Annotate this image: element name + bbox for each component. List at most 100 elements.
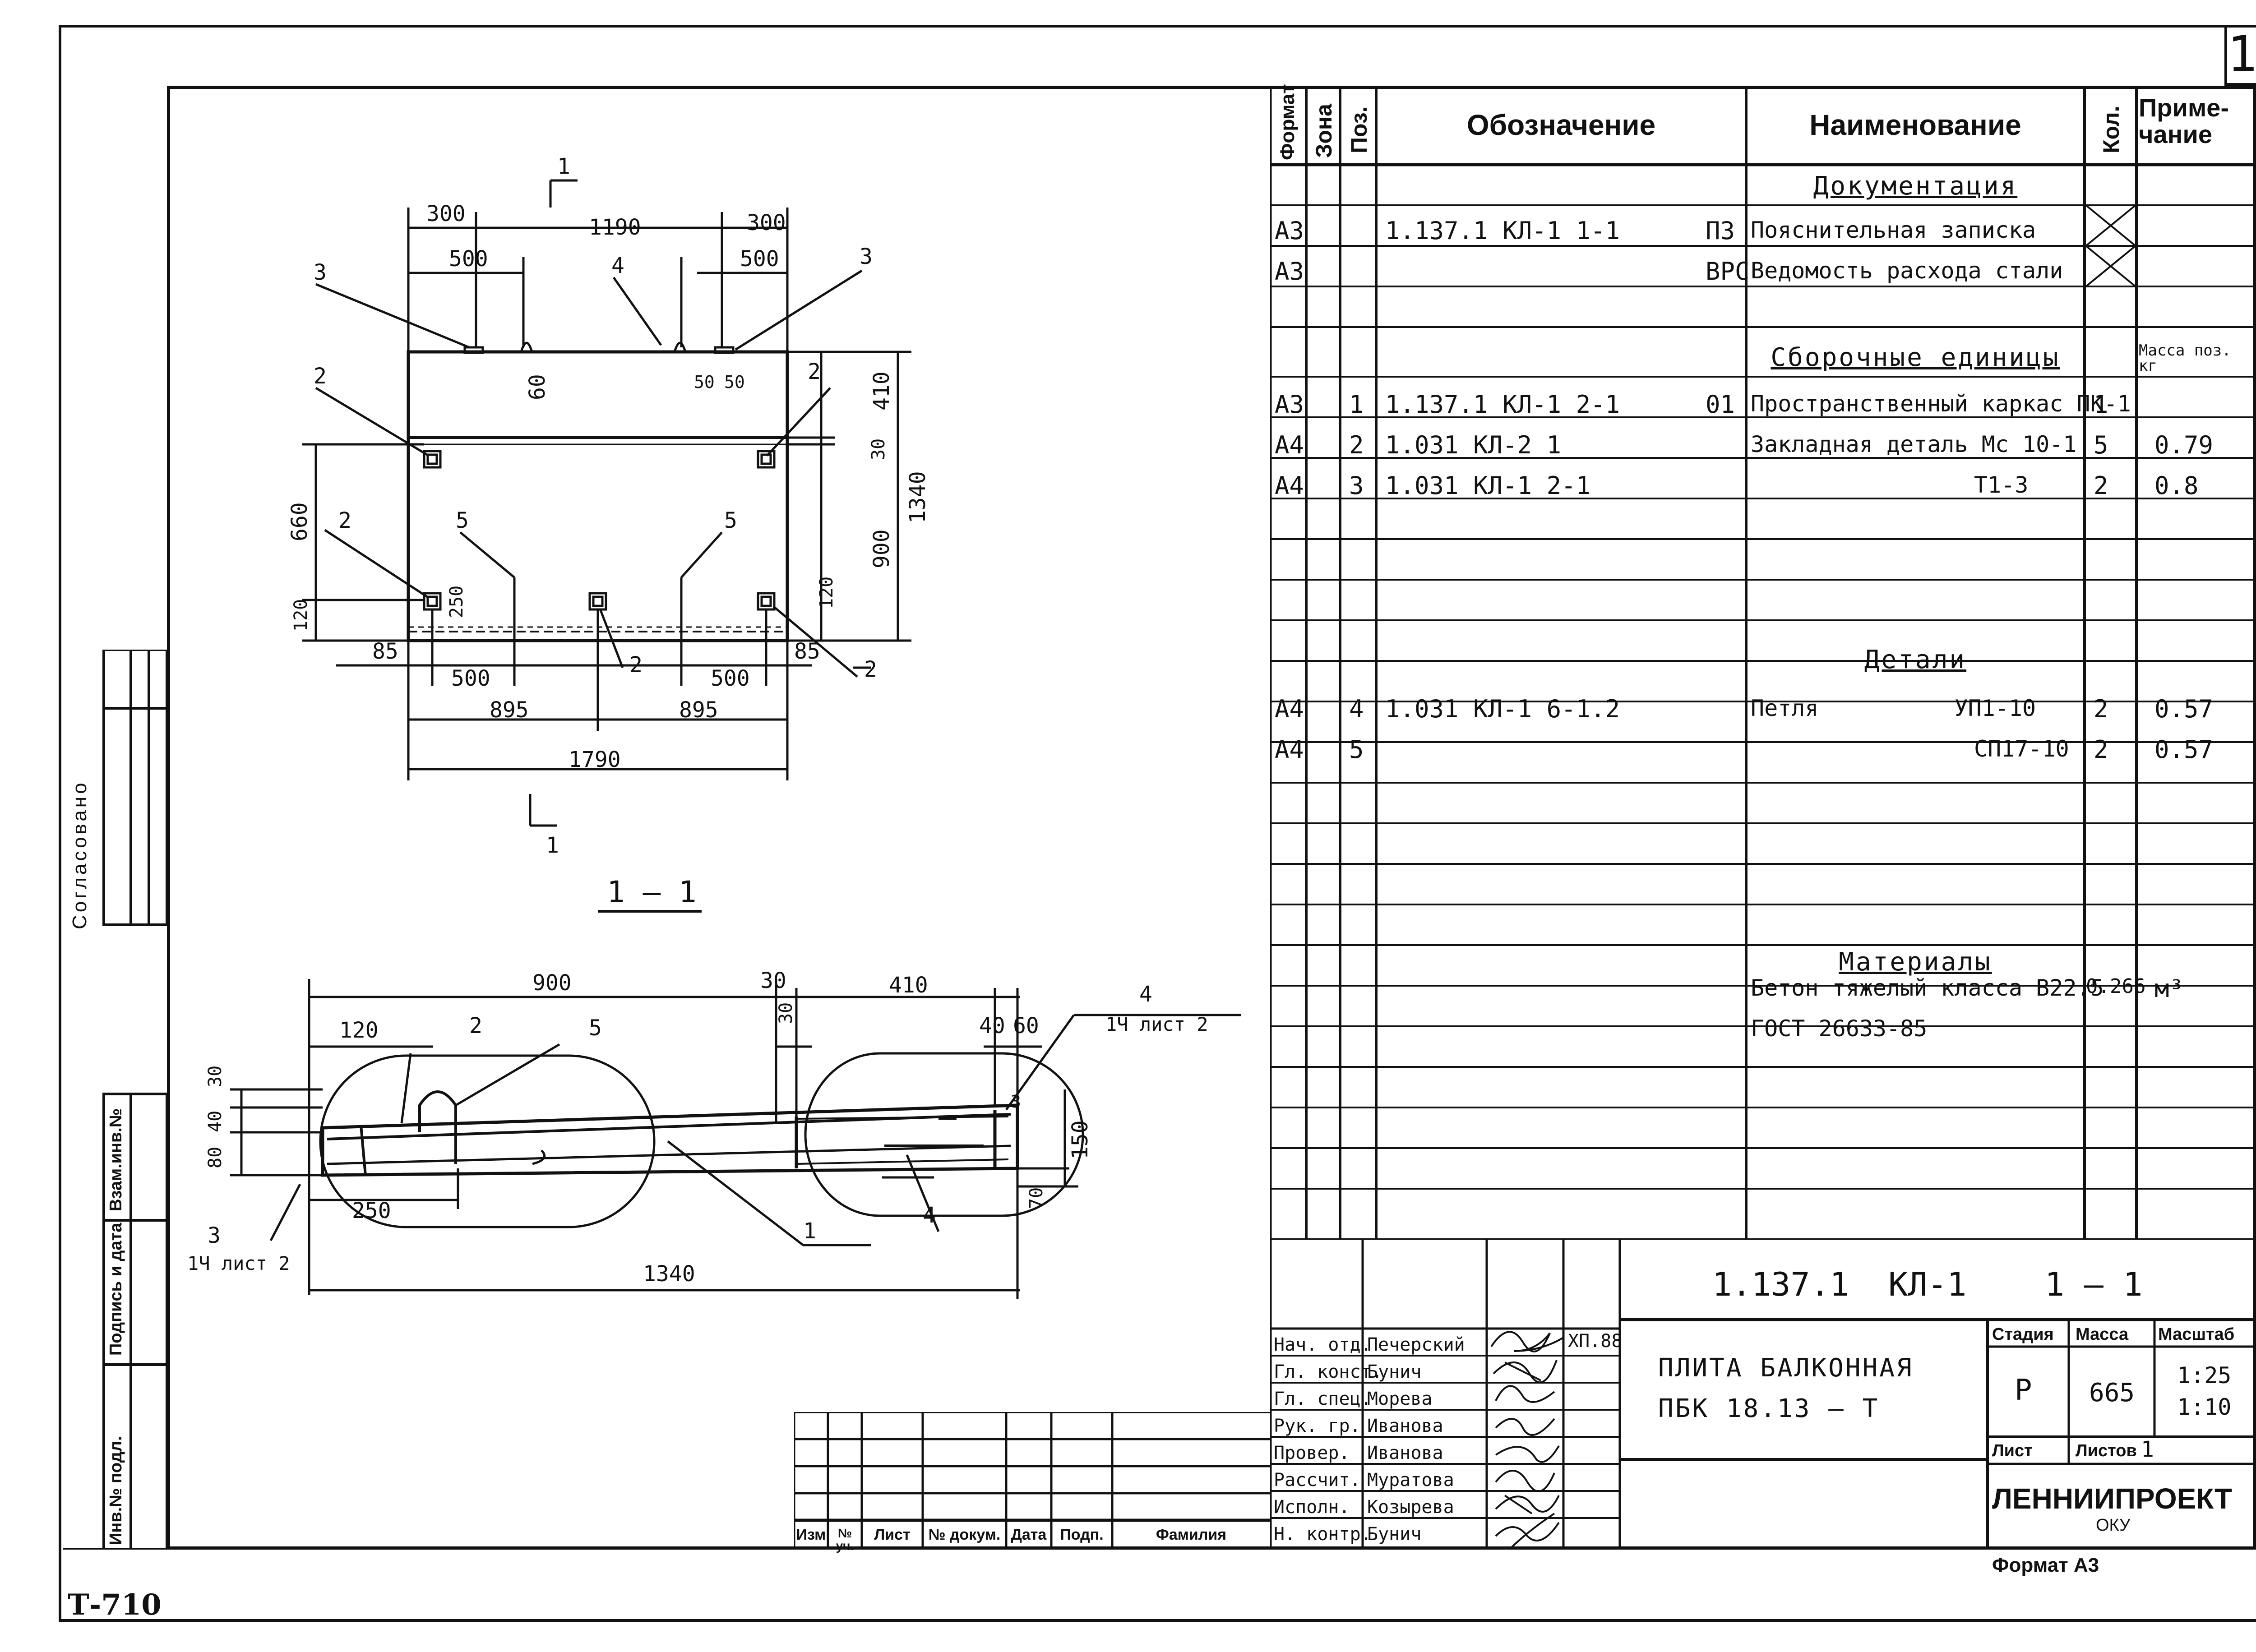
role-title: Н. контр.	[1274, 1524, 1372, 1545]
plan-callout-5-a: 5	[456, 508, 469, 533]
col-zona-header: Зона	[1311, 104, 1336, 158]
change-grid	[794, 1412, 1270, 1550]
title-block: 1.137.1 КЛ-1 1 — 1 01 ПЛИТА БАЛКОННАЯ ПБ…	[1270, 1238, 2256, 1550]
stadia-value: Р	[2015, 1374, 2032, 1407]
section-callout-5: 5	[589, 1015, 602, 1041]
spec-cell-format: А3	[1275, 390, 1304, 419]
change-col-header: № докум.	[928, 1526, 1001, 1543]
massa-value: 665	[2089, 1378, 2135, 1407]
section-callout-4: 4	[1139, 982, 1152, 1007]
spec-cell-name: Пояснительная записка	[1751, 217, 2036, 243]
section-callout-1: 1	[803, 1218, 816, 1244]
spec-section-title: Материалы	[1839, 947, 1992, 977]
spec-cell-kol: 2	[2094, 735, 2108, 764]
change-col-header: Изм	[796, 1526, 826, 1543]
role-title: Нач. отд.	[1274, 1334, 1372, 1355]
plan-callout-2-e: 2	[864, 657, 877, 682]
drawing-designation: 1.137.1 КЛ-1 1 — 1 01	[1712, 1265, 2256, 1303]
section-dim-70: 70	[1026, 1187, 1047, 1209]
section-note-right: 1Ч лист 2	[1105, 1013, 1208, 1035]
plan-dim-900: 900	[869, 529, 894, 568]
change-col-header: Фамилия	[1156, 1526, 1227, 1543]
plan-dim-85-right: 85	[794, 639, 820, 664]
left-column-grid	[63, 650, 167, 1550]
section-dim-410: 410	[889, 973, 928, 998]
plan-dim-500-bottom-right: 500	[711, 666, 750, 691]
section-callout-3: 3	[208, 1223, 221, 1248]
spec-cell-format: А4	[1275, 695, 1304, 723]
spec-section-title: Детали	[1864, 645, 1967, 674]
date-value: ХП.88	[1568, 1331, 1623, 1352]
plan-dim-85-left: 85	[372, 639, 398, 664]
spec-cell-name: Закладная деталь Мс 10-1	[1751, 431, 2077, 457]
plan-dim-1790: 1790	[569, 747, 621, 772]
plan-dim-1340: 1340	[905, 471, 930, 523]
spec-cell-name: СП17-10	[1974, 736, 2069, 762]
drawing-border	[167, 86, 2256, 1550]
spec-cell-format: А4	[1275, 431, 1304, 459]
plan-callout-3-right: 3	[860, 244, 873, 269]
section-dim-40-left: 40	[205, 1111, 226, 1132]
plan-callout-5-b: 5	[724, 508, 737, 533]
plan-dim-410: 410	[869, 371, 894, 411]
role-person-name: Муратова	[1367, 1470, 1454, 1490]
spec-section-title: Документация	[1813, 171, 2018, 201]
section-callout-2: 2	[469, 1013, 482, 1038]
masshtab-value-2: 1:10	[2177, 1394, 2232, 1420]
organization-name: ЛЕННИИПРОЕКТ	[1992, 1482, 2233, 1515]
spec-cell-prim: 0.57	[2154, 735, 2214, 764]
plan-dim-500-bottom-left: 500	[451, 666, 490, 691]
plan-callout-4: 4	[611, 253, 624, 278]
spec-cell-format: А4	[1275, 735, 1304, 764]
section-dim-60: 60	[1013, 1013, 1039, 1038]
spec-cell-prim: 0.8	[2154, 471, 2199, 500]
section-note-left: 1Ч лист 2	[187, 1252, 290, 1274]
spec-cell-kol: 1	[2094, 390, 2108, 419]
spec-cell-format: А3	[1275, 257, 1304, 286]
spec-cell-kol: 2	[2094, 471, 2108, 500]
spec-cell-name: Ведомость расхода стали	[1751, 258, 2063, 284]
plan-dim-120-right: 120	[816, 577, 837, 609]
role-title: Исполн.	[1274, 1497, 1350, 1518]
spec-cell-prim: м³	[2154, 974, 2184, 1003]
role-title: Рук. гр.	[1274, 1416, 1361, 1436]
section-dim-30: 30	[760, 968, 786, 993]
section-callout-4-bottom: 4	[923, 1203, 936, 1228]
spec-grid	[1270, 86, 2256, 1238]
spec-cell-kol: 5	[2094, 431, 2108, 459]
spec-cell-kol: 0.266	[2086, 975, 2146, 998]
role-person-name: Бунич	[1367, 1361, 1422, 1382]
col-kol-header: Кол.	[2099, 106, 2124, 153]
masshtab-label: Масштаб	[2158, 1325, 2235, 1344]
sheet-number: 13	[2224, 25, 2256, 86]
spec-cell-poz: 1	[1349, 390, 1364, 419]
spec-cell-name: Т1-3	[1974, 472, 2029, 498]
plan-dim-30: 30	[868, 438, 889, 460]
organization-sub: ОКУ	[2096, 1516, 2131, 1535]
spec-cell-poz: 4	[1349, 695, 1364, 723]
spec-cell-code: 01	[1706, 390, 1735, 419]
spec-cell-poz: 3	[1349, 471, 1364, 500]
section-dim-250: 250	[352, 1198, 391, 1223]
spec-cell-oboznachenie: 1.137.1 КЛ-1 2-1	[1385, 390, 1620, 419]
spec-cell-prim: 0.79	[2154, 431, 2214, 459]
role-title: Гл. спец.	[1274, 1389, 1372, 1409]
soglasovano-label: Согласовано	[69, 780, 91, 929]
change-col-header: Лист	[874, 1526, 911, 1543]
spec-cell-oboznachenie: 1.031 КЛ-1 2-1	[1385, 471, 1591, 500]
role-title: Провер.	[1274, 1443, 1350, 1463]
role-person-name: Печерский	[1367, 1334, 1465, 1355]
role-person-name: Морева	[1367, 1389, 1433, 1409]
list-label: Лист	[1992, 1441, 2033, 1460]
inv-podl-label: Инв.№ подл.	[106, 1436, 125, 1545]
plan-dim-300-right: 300	[747, 210, 786, 235]
role-title: Гл. конст.	[1274, 1361, 1382, 1382]
plan-section-mark-bottom: 1	[546, 833, 559, 858]
spec-cell-format: А3	[1275, 217, 1304, 245]
spec-cell-oboznachenie: 1.137.1 КЛ-1 1-1	[1385, 217, 1620, 245]
title-line-1: ПЛИТА БАЛКОННАЯ	[1658, 1353, 1914, 1383]
plan-dim-500-left: 500	[449, 246, 488, 272]
section-dim-900: 900	[532, 970, 572, 996]
section-dim-30b: 30	[776, 1002, 796, 1024]
